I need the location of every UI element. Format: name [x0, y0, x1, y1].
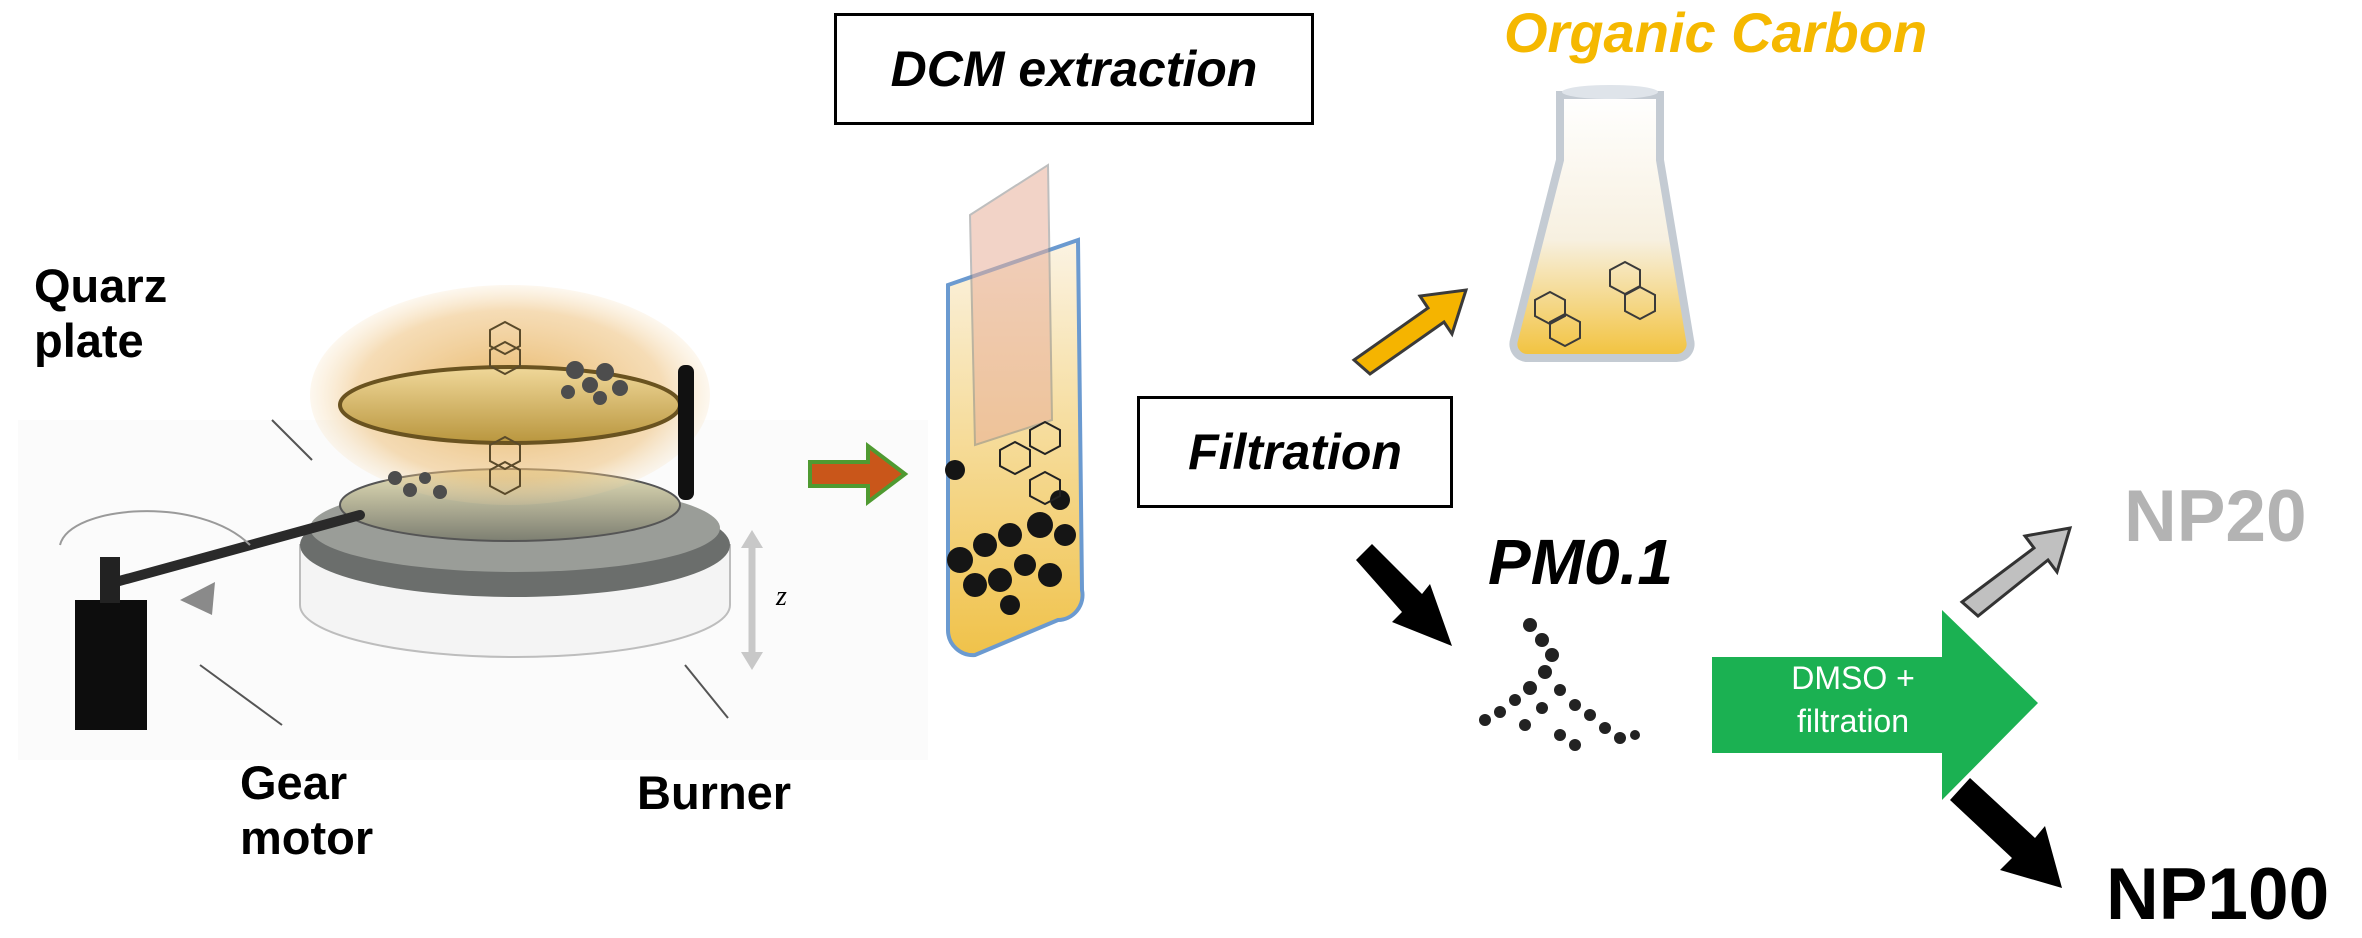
dcm-extraction-box: DCM extraction — [834, 13, 1314, 125]
np20-arrow — [1959, 526, 2073, 618]
filtration-box: Filtration — [1137, 396, 1453, 508]
np100-arrow — [1950, 778, 2062, 888]
dcm-arrow — [808, 441, 909, 507]
pm01-label: PM0.1 — [1488, 526, 1673, 598]
burner-apparatus — [18, 285, 928, 760]
organic-carbon-arrow — [1351, 288, 1469, 376]
pm-arrow — [1356, 544, 1452, 646]
z-axis-label: z — [776, 581, 787, 612]
np100-label: NP100 — [2106, 854, 2330, 935]
flask-organic-carbon — [1509, 85, 1695, 362]
extraction-tube — [945, 163, 1085, 658]
gear-motor-label: Gear motor — [240, 756, 374, 865]
dcm-extraction-label: DCM extraction — [890, 41, 1258, 97]
organic-carbon-label: Organic Carbon — [1504, 1, 1928, 64]
np20-label: NP20 — [2124, 476, 2307, 557]
filtration-label: Filtration — [1188, 424, 1402, 480]
pm-aggregate — [1479, 618, 1640, 751]
dmso-arrow — [1712, 610, 2038, 800]
quarz-plate-label: Quarz plate — [34, 259, 168, 368]
burner-label: Burner — [637, 766, 792, 819]
dmso-filtration-label: DMSO + filtration — [1791, 660, 1915, 740]
